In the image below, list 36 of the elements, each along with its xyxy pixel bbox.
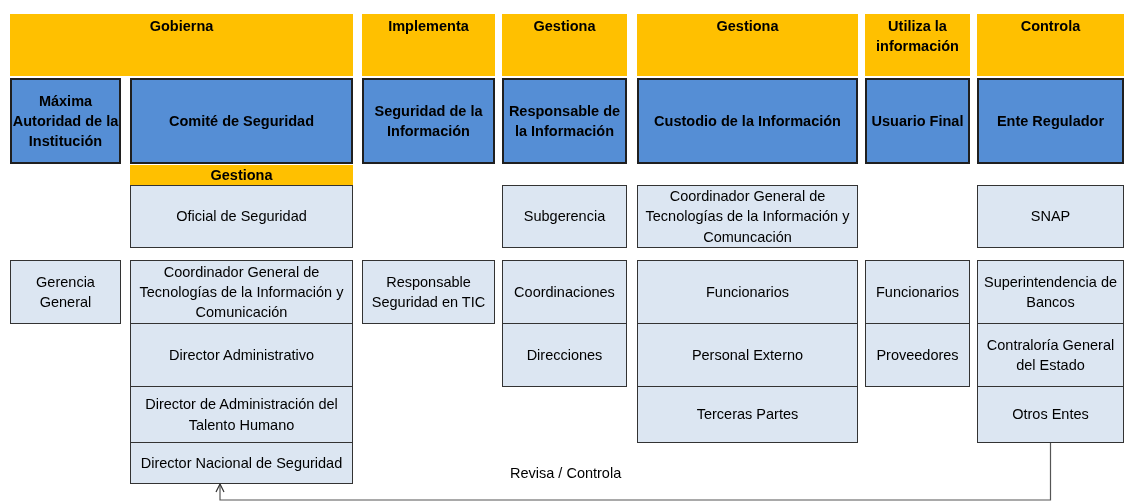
- role-box: Ente Regulador: [977, 78, 1124, 164]
- member-box: Director de Administración del Talento Humano: [130, 386, 353, 443]
- connector-arrow: [215, 442, 1052, 501]
- member-box: Oficial de Seguridad: [130, 185, 353, 248]
- edge-label: Revisa / Controla: [508, 465, 624, 481]
- role-box: Máxima Autoridad de la Institución: [10, 78, 121, 164]
- member-box: Coordinaciones: [502, 260, 627, 324]
- member-box: Director Administrativo: [130, 323, 353, 387]
- role-box: Seguridad de la Información: [362, 78, 495, 164]
- role-box: Responsable de la Información: [502, 78, 627, 164]
- member-box: Direcciones: [502, 323, 627, 387]
- header-band: Gobierna: [10, 14, 353, 76]
- role-box: Comité de Seguridad: [130, 78, 353, 164]
- member-box: Otros Entes: [977, 386, 1124, 443]
- role-box: Custodio de la Información: [637, 78, 858, 164]
- member-box: Subgerencia: [502, 185, 627, 248]
- header-band: Controla: [977, 14, 1124, 76]
- member-box: Funcionarios: [637, 260, 858, 324]
- header-band: Utiliza la información: [865, 14, 970, 76]
- member-box: SNAP: [977, 185, 1124, 248]
- member-box: Coordinador General de Tecnologías de la Información y Comuncación: [637, 185, 858, 248]
- member-box: Responsable Seguridad en TIC: [362, 260, 495, 324]
- header-band: Gestiona: [502, 14, 627, 76]
- member-box: Director Nacional de Seguridad: [130, 442, 353, 484]
- member-box: Contraloría General del Estado: [977, 323, 1124, 387]
- member-box: Gerencia General: [10, 260, 121, 324]
- header-band: Gestiona: [637, 14, 858, 76]
- member-box: Proveedores: [865, 323, 970, 387]
- member-box: Terceras Partes: [637, 386, 858, 443]
- header-band: Implementa: [362, 14, 495, 76]
- member-box: Funcionarios: [865, 260, 970, 324]
- subheader-band: Gestiona: [130, 165, 353, 185]
- member-box: Coordinador General de Tecnologías de la Información y Comunicación: [130, 260, 353, 324]
- member-box: Personal Externo: [637, 323, 858, 387]
- member-box: Superintendencia de Bancos: [977, 260, 1124, 324]
- role-box: Usuario Final: [865, 78, 970, 164]
